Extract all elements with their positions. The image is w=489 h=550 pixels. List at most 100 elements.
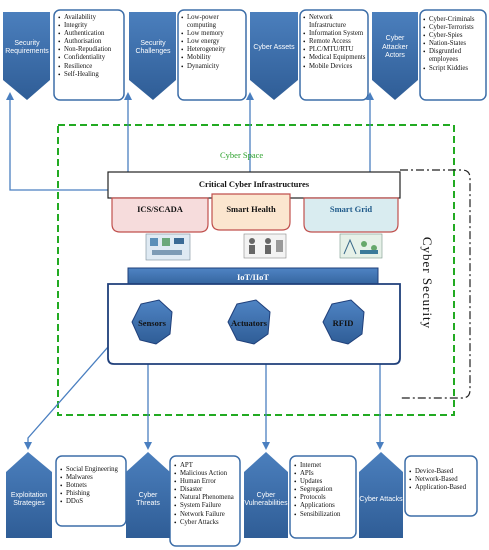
sector-smart-grid-shape [303, 197, 399, 233]
list-item: Updates [294, 478, 340, 486]
list-security-requirements: Availability Integrity Authentication Au… [58, 14, 111, 79]
list-item: Network-Based [409, 476, 466, 484]
list-item: Applications [294, 502, 340, 510]
list-item: Social Engineering [60, 466, 118, 474]
label-security-challenges-text: Security Challenges [135, 39, 171, 56]
list-item: Cyber Attacks [174, 519, 234, 527]
list-item: Nation-States [423, 40, 485, 48]
sector-ics-scada-label: ICS/SCADA [137, 204, 183, 214]
list-item: Cyber-Criminals [423, 16, 485, 24]
pentagon-exploitation-strategies [6, 452, 52, 538]
sector-smart-grid-label: Smart Grid [329, 204, 373, 214]
list-item: Cyber-Terrorists [423, 24, 485, 32]
actuators-node [227, 299, 271, 345]
list-item: Heterogeneity [181, 46, 243, 54]
list-item: Medical Equipments [303, 54, 367, 62]
cyber-security-label: Cyber Security [420, 236, 435, 330]
list-item: Malicious Action [174, 470, 234, 478]
pentagon-security-requirements [3, 12, 50, 100]
cyber-space-label: Cyber Space [220, 150, 264, 160]
list-security-challenges: Low-power computing Low memory Low energ… [181, 14, 243, 71]
list-item: Resilience [58, 63, 111, 71]
sector-ics-scada-shape [111, 197, 209, 233]
label-security-challenges: Security Challenges [130, 28, 176, 68]
iot-label: IoT/IIoT [236, 272, 270, 282]
list-item: Application-Based [409, 484, 466, 492]
list-item: Dynamicity [181, 63, 243, 71]
list-item: PLC/MTU/RTU [303, 46, 367, 54]
label-security-requirements: Security Requirements [4, 28, 50, 68]
connector-exploitation-strategies [24, 321, 131, 450]
label-cyber-attacks: Cyber Attacks [359, 478, 403, 522]
label-cyber-vulnerabilities-text: Cyber Vulnerabilities [244, 491, 288, 508]
pentagon-cyber-threats [126, 452, 170, 538]
label-exploitation-strategies-text: Exploitation Strategies [10, 491, 48, 508]
list-item: Natural Phenomena [174, 494, 234, 502]
list-item: Integrity [58, 22, 111, 30]
label-cyber-threats: Cyber Threats [126, 478, 170, 522]
top-connectors [6, 92, 374, 191]
sensors-label: Sensors [138, 318, 166, 328]
pentagon-cyber-attacker-actors [372, 12, 418, 100]
label-security-requirements-text: Security Requirements [5, 39, 49, 56]
cyber-security-bracket [400, 169, 471, 399]
sector-smart-health-shape [211, 193, 291, 231]
label-cyber-assets-text: Cyber Assets [253, 43, 295, 51]
cyber-space-boundary [57, 124, 455, 416]
label-cyber-assets: Cyber Assets [251, 28, 297, 68]
sensors-node [131, 299, 173, 345]
list-item: Availability [58, 14, 111, 22]
list-item: APIs [294, 470, 340, 478]
list-item: Botnets [60, 482, 118, 490]
list-item: Internet [294, 462, 340, 470]
pentagon-cyber-assets [250, 12, 298, 100]
list-item: APT [174, 462, 234, 470]
list-item: Low memory [181, 30, 243, 38]
list-item: Non-Repudiation [58, 46, 111, 54]
list-item: System Failure [174, 502, 234, 510]
list-item: Self-Healing [58, 71, 111, 79]
list-item: Confidentiality [58, 54, 111, 62]
list-item: Protocols [294, 494, 340, 502]
pentagon-cyber-vulnerabilities [244, 452, 288, 538]
list-cyber-vulnerabilities: Internet APIs Updates Segregation Protoc… [294, 462, 340, 519]
bottom-connectors [24, 321, 384, 450]
list-item: Sensibilization [294, 511, 340, 519]
label-cyber-threats-text: Cyber Threats [136, 491, 160, 508]
list-item: Authentication [58, 30, 111, 38]
label-cyber-attacks-text: Cyber Attacks [359, 495, 403, 503]
list-item: Segregation [294, 486, 340, 494]
list-item: Disgruntled employees [423, 48, 485, 64]
pentagon-cyber-attacks [359, 452, 403, 538]
ics-scada-pictogram [145, 233, 191, 261]
list-item: Cyber-Spies [423, 32, 485, 40]
list-item: DDoS [60, 498, 118, 506]
list-item: Disaster [174, 486, 234, 494]
label-exploitation-strategies: Exploitation Strategies [6, 478, 52, 522]
label-cyber-vulnerabilities: Cyber Vulnerabilities [244, 478, 288, 522]
pentagon-security-challenges [129, 12, 176, 100]
list-item: Device-Based [409, 468, 466, 476]
list-item: Low energy [181, 38, 243, 46]
rfid-label: RFID [332, 318, 354, 328]
list-item: Network Failure [174, 511, 234, 519]
list-item: Script Kiddies [423, 65, 485, 73]
list-item: Low-power computing [181, 14, 243, 30]
list-item: Malwares [60, 474, 118, 482]
list-item: Mobile Devices [303, 63, 367, 71]
list-cyber-attacks: Device-Based Network-Based Application-B… [409, 468, 466, 492]
critical-infrastructures-title: Critical Cyber Infrastructures [198, 179, 310, 189]
list-item: Human Error [174, 478, 234, 486]
list-cyber-attacker-actors: Cyber-Criminals Cyber-Terrorists Cyber-S… [423, 16, 485, 73]
list-cyber-threats: APT Malicious Action Human Error Disaste… [174, 462, 234, 527]
sector-smart-health-label: Smart Health [226, 204, 276, 214]
smart-grid-pictogram [339, 233, 383, 259]
actuators-label: Actuators [231, 318, 267, 328]
list-item: Information System [303, 30, 367, 38]
rfid-node [322, 299, 365, 345]
list-item: Remote Access [303, 38, 367, 46]
connector-security-requirements [6, 92, 108, 191]
list-item: Phishing [60, 490, 118, 498]
list-cyber-assets: Network Infrastructure Information Syste… [303, 14, 367, 71]
